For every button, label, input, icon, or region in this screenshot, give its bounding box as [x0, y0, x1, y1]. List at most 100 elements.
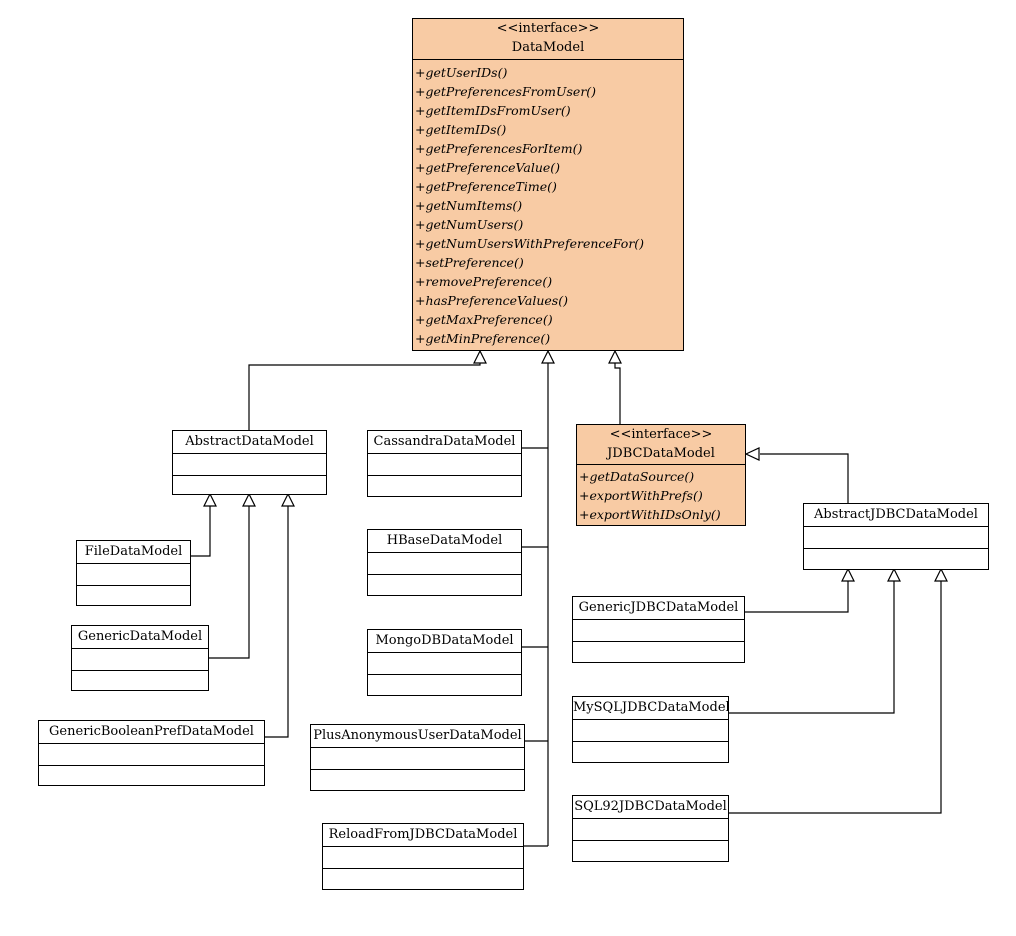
operations-compartment	[368, 475, 521, 496]
operation: +getMinPreference()	[415, 331, 551, 346]
inheritance-arrowhead	[541, 349, 555, 364]
genericjdbcdatamodel-class[interactable]: GenericJDBCDataModel	[572, 596, 745, 663]
operation: +exportWithPrefs()	[579, 488, 703, 503]
attributes-compartment	[368, 652, 521, 674]
class-header: <<interface>> DataModel	[413, 19, 683, 59]
operations-compartment	[77, 585, 190, 605]
attributes-compartment	[368, 552, 521, 574]
edge-genericdatamodel-abstract	[209, 504, 250, 659]
class-name: MongoDBDataModel	[375, 633, 514, 648]
inheritance-arrowhead	[744, 447, 760, 461]
mysqljdbcdatamodel-class[interactable]: MySQLJDBCDataModel	[572, 696, 729, 763]
operations-compartment	[368, 674, 521, 695]
inheritance-arrowhead	[473, 349, 487, 364]
class-name: PlusAnonymousUserDataModel	[313, 728, 522, 743]
attributes-compartment	[77, 563, 190, 585]
class-name: AbstractDataModel	[185, 434, 314, 449]
attributes-compartment	[323, 846, 523, 868]
datamodel-interface[interactable]: <<interface>> DataModel +getUserIDs() +g…	[412, 18, 684, 351]
inheritance-arrowhead	[203, 492, 217, 507]
inheritance-arrowhead	[242, 492, 256, 507]
attributes-compartment	[368, 453, 521, 475]
operation: +getDataSource()	[579, 469, 695, 484]
abstractjdbcdatamodel-class[interactable]: AbstractJDBCDataModel	[803, 503, 989, 570]
genericdatamodel-class[interactable]: GenericDataModel	[71, 625, 209, 691]
class-name: AbstractJDBCDataModel	[814, 507, 978, 522]
attributes-compartment	[173, 453, 326, 475]
attributes-compartment	[573, 619, 744, 641]
operations-compartment	[573, 641, 744, 662]
operation: +getPreferenceValue()	[415, 160, 561, 175]
operation: +getPreferencesFromUser()	[415, 84, 597, 99]
operation: +removePreference()	[415, 274, 553, 289]
inheritance-arrowhead	[934, 567, 948, 582]
operations-compartment	[173, 475, 326, 494]
operations-compartment: +getUserIDs() +getPreferencesFromUser() …	[413, 59, 683, 351]
class-name: JDBCDataModel	[607, 446, 715, 461]
class-name: GenericBooleanPrefDataModel	[49, 724, 254, 739]
edge-genericbooleanpref-abstract	[265, 504, 289, 738]
edge-jdbcdatamodel-datamodel	[614, 362, 621, 424]
operation: +getNumItems()	[415, 198, 523, 213]
class-name: HBaseDataModel	[386, 533, 503, 548]
operations-compartment	[573, 741, 728, 762]
hbasedatamodel-class[interactable]: HBaseDataModel	[367, 529, 522, 596]
attributes-compartment	[573, 818, 728, 840]
operations-compartment	[311, 769, 524, 790]
sql92jdbcdatamodel-class[interactable]: SQL92JDBCDataModel	[572, 795, 729, 862]
operations-compartment	[72, 670, 208, 690]
operation: +getPreferenceTime()	[415, 179, 557, 194]
plusanonymoususerdatamodel-class[interactable]: PlusAnonymousUserDataModel	[310, 724, 525, 791]
attributes-compartment	[804, 526, 988, 548]
edge-mysqljdbc-abstractjdbc	[729, 579, 895, 714]
abstractdatamodel-class[interactable]: AbstractDataModel	[172, 430, 327, 495]
inheritance-arrowhead	[887, 567, 901, 582]
operations-compartment	[573, 840, 728, 861]
attributes-compartment	[39, 743, 264, 765]
attributes-compartment	[311, 747, 524, 769]
operation: +setPreference()	[415, 255, 524, 270]
attributes-compartment	[72, 648, 208, 670]
jdbcdatamodel-interface[interactable]: <<interface>> JDBCDataModel +getDataSour…	[576, 424, 746, 526]
operation: +getMaxPreference()	[415, 312, 553, 327]
class-name: DataModel	[511, 40, 585, 55]
class-name: GenericJDBCDataModel	[578, 600, 739, 615]
edge-abstractdatamodel-datamodel	[248, 362, 481, 430]
cassandradatamodel-class[interactable]: CassandraDataModel	[367, 430, 522, 497]
operations-compartment	[323, 868, 523, 889]
attributes-compartment	[573, 719, 728, 741]
class-name: FileDataModel	[84, 544, 183, 559]
operation: +getPreferencesForItem()	[415, 141, 583, 156]
genericbooleanprefdatamodel-class[interactable]: GenericBooleanPrefDataModel	[38, 720, 265, 786]
class-name: MySQLJDBCDataModel	[573, 700, 728, 715]
operations-compartment	[39, 765, 264, 785]
inheritance-arrowhead	[841, 567, 855, 582]
mongodbdatamodel-class[interactable]: MongoDBDataModel	[367, 629, 522, 696]
operation: +getNumUsers()	[415, 217, 524, 232]
inheritance-arrowhead	[281, 492, 295, 507]
class-name: GenericDataModel	[77, 629, 203, 644]
operation: +getItemIDsFromUser()	[415, 103, 571, 118]
edge-sql92jdbc-abstractjdbc	[729, 579, 942, 814]
edge-genericjdbc-abstractjdbc	[745, 579, 849, 613]
stereotype-label: <<interface>>	[609, 427, 713, 442]
filedatamodel-class[interactable]: FileDataModel	[76, 540, 191, 606]
inheritance-arrowhead	[608, 349, 622, 364]
stereotype-label: <<interface>>	[496, 21, 600, 36]
class-name: SQL92JDBCDataModel	[574, 799, 727, 814]
operations-compartment: +getDataSource() +exportWithPrefs() +exp…	[577, 464, 745, 525]
edge-filedatamodel-abstract	[190, 504, 211, 557]
operation: +getItemIDs()	[415, 122, 507, 137]
operations-compartment	[368, 574, 521, 595]
operation: +exportWithIDsOnly()	[579, 507, 721, 522]
class-header: <<interface>> JDBCDataModel	[577, 425, 745, 464]
operation: +getNumUsersWithPreferenceFor()	[415, 236, 645, 251]
edge-abstractjdbc-jdbc	[760, 453, 849, 503]
operation: +getUserIDs()	[415, 65, 508, 80]
operation: +hasPreferenceValues()	[415, 293, 568, 308]
reloadfromjdbcdatamodel-class[interactable]: ReloadFromJDBCDataModel	[322, 823, 524, 890]
class-name: ReloadFromJDBCDataModel	[328, 827, 518, 842]
operations-compartment	[804, 548, 988, 569]
